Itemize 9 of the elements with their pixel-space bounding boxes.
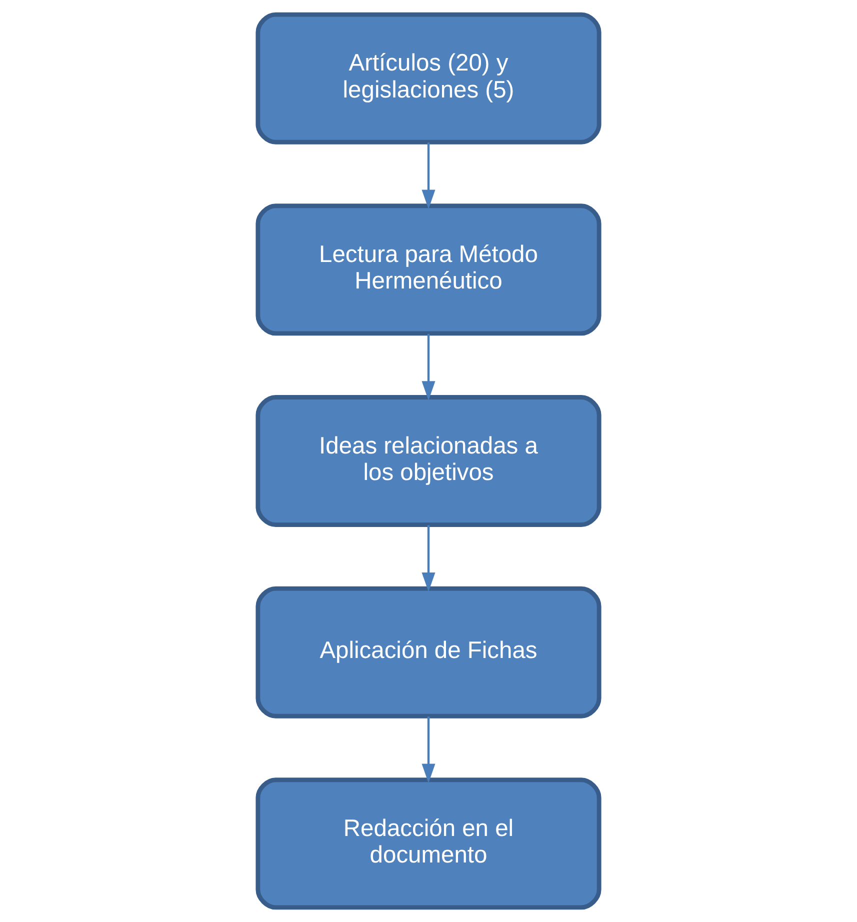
- node-box: Aplicación de Fichas: [256, 586, 602, 718]
- arrow: [422, 716, 436, 784]
- arrow: [422, 525, 436, 592]
- arrow: [422, 142, 436, 210]
- node-box: Lectura para Método Hermenéutico: [256, 204, 602, 336]
- node-box: Artículos (20) y legislaciones (5): [256, 12, 602, 144]
- node-box: Ideas relacionadas a los objetivos: [256, 395, 602, 527]
- node-box: Redacción en el documento: [256, 778, 602, 910]
- arrow: [422, 334, 436, 400]
